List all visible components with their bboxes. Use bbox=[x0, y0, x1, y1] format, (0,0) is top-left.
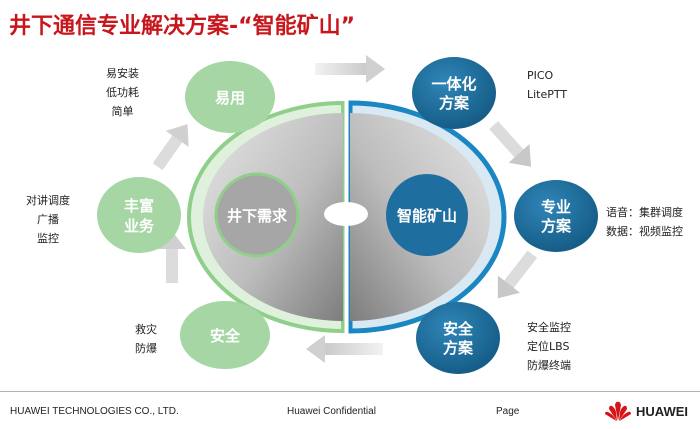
note-safety-solution: 安全监控 定位LBS 防爆终端 bbox=[527, 318, 571, 375]
solution-diagram: 井下需求 智能矿山 易用 丰富 业务 安全 一体化 方案 专业 方案 安全 方案 bbox=[97, 55, 598, 374]
footer-confidential: Huawei Confidential bbox=[287, 406, 376, 417]
note-professional: 语音：集群调度 数据：视频监控 bbox=[606, 203, 683, 241]
note-line: 简单 bbox=[111, 105, 134, 118]
node-rich-service-label-2: 业务 bbox=[124, 217, 155, 235]
footer-page: Page bbox=[496, 406, 520, 417]
note-line: 定位LBS bbox=[527, 340, 570, 353]
note-line: 监控 bbox=[37, 232, 59, 245]
node-rich-service-label-1: 丰富 bbox=[124, 197, 154, 215]
note-line: 安全监控 bbox=[527, 321, 571, 334]
note-line: 数据：视频监控 bbox=[606, 225, 683, 238]
footer-logo-text: HUAWEI bbox=[636, 404, 688, 419]
node-integrated-label-2: 方案 bbox=[439, 94, 470, 112]
right-half-label: 智能矿山 bbox=[397, 207, 457, 225]
page-title: 井下通信专业解决方案-“智能矿山” bbox=[9, 14, 356, 39]
note-line: 低功耗 bbox=[106, 86, 139, 99]
note-line: 防爆终端 bbox=[527, 359, 571, 372]
node-safety-solution bbox=[416, 302, 500, 374]
arrow-top-right bbox=[489, 121, 532, 167]
huawei-logo-icon bbox=[605, 401, 631, 421]
note-line: PICO bbox=[527, 69, 554, 82]
right-inner-circle bbox=[386, 174, 468, 256]
arrow-bottom bbox=[306, 335, 383, 363]
arrow-top-left bbox=[152, 124, 189, 171]
note-easy-use: 易安装 低功耗 简单 bbox=[106, 64, 139, 121]
node-safety-label: 安全 bbox=[210, 327, 241, 345]
node-integrated-label-1: 一体化 bbox=[431, 75, 476, 93]
note-line: LitePTT bbox=[527, 88, 568, 101]
node-integrated bbox=[412, 57, 496, 129]
footer-divider bbox=[0, 391, 700, 392]
footer: HUAWEI TECHNOLOGIES CO., LTD. Huawei Con… bbox=[0, 396, 700, 429]
node-easy-use bbox=[185, 61, 275, 133]
node-safety-solution-label-1: 安全 bbox=[443, 320, 474, 338]
node-rich-service bbox=[97, 177, 181, 253]
node-professional-label-1: 专业 bbox=[541, 198, 571, 216]
note-integrated: PICO LitePTT bbox=[527, 66, 567, 104]
note-line: 易安装 bbox=[106, 67, 139, 80]
node-safety-solution-label-2: 方案 bbox=[443, 339, 474, 357]
node-safety bbox=[180, 301, 270, 369]
footer-company: HUAWEI TECHNOLOGIES CO., LTD. bbox=[10, 406, 179, 417]
left-half-label: 井下需求 bbox=[227, 207, 288, 225]
note-rich-service: 对讲调度 广播 监控 bbox=[26, 191, 70, 248]
arrow-top bbox=[315, 55, 385, 83]
node-professional-label-2: 方案 bbox=[541, 217, 572, 235]
left-inner-circle bbox=[214, 172, 300, 258]
center-pill bbox=[324, 202, 368, 226]
note-line: 语音：集群调度 bbox=[606, 206, 683, 219]
node-professional bbox=[514, 180, 598, 252]
arrow-bottom-right bbox=[497, 250, 538, 299]
note-line: 救灾 bbox=[135, 323, 157, 336]
note-line: 防爆 bbox=[135, 342, 157, 355]
note-line: 广播 bbox=[37, 213, 59, 226]
note-safety: 救灾 防爆 bbox=[135, 320, 157, 358]
node-easy-use-label: 易用 bbox=[215, 89, 245, 107]
note-line: 对讲调度 bbox=[26, 194, 70, 207]
